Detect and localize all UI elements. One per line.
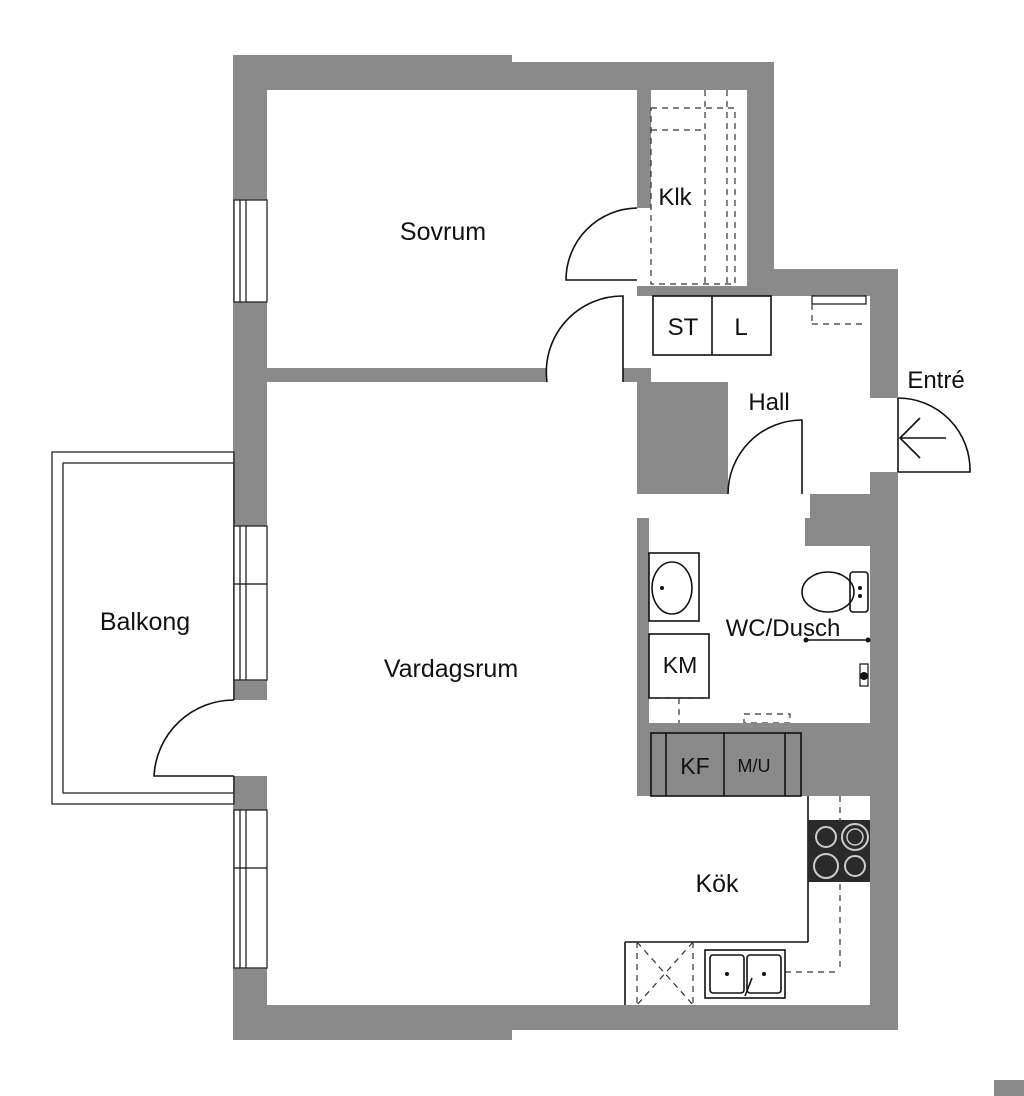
label-st: ST [668, 314, 699, 341]
corner-marker [994, 1080, 1024, 1096]
label-kf: KF [680, 753, 709, 779]
label-sovrum: Sovrum [400, 218, 486, 246]
label-entre: Entré [907, 367, 964, 394]
label-hall: Hall [748, 389, 789, 416]
label-wc-dusch: WC/Dusch [726, 615, 841, 642]
room-labels: Sovrum Klk ST L Entré Hall Balkong Varda… [100, 184, 965, 898]
hall-cabinets [652, 295, 867, 356]
label-klk: Klk [658, 184, 692, 211]
bathroom-fixtures [648, 552, 871, 724]
label-kok: Kök [695, 870, 739, 898]
label-mu: M/U [738, 756, 771, 776]
stove-icon [808, 820, 870, 882]
closet-shelves [650, 90, 736, 285]
doors [545, 207, 971, 518]
kitchen-sink-icon [704, 949, 786, 999]
room-floors [267, 90, 870, 1005]
shower-icon [803, 637, 871, 687]
toilet-icon [801, 571, 869, 613]
balcony-door [153, 699, 267, 777]
label-km: KM [663, 652, 698, 678]
label-l: L [734, 314, 747, 341]
label-vardagsrum: Vardagsrum [384, 655, 518, 683]
windows [233, 199, 268, 969]
sink-icon [648, 552, 700, 622]
entrance-arrow-icon [898, 417, 946, 459]
label-balkong: Balkong [100, 608, 190, 636]
kitchen-cabinets [637, 723, 898, 797]
